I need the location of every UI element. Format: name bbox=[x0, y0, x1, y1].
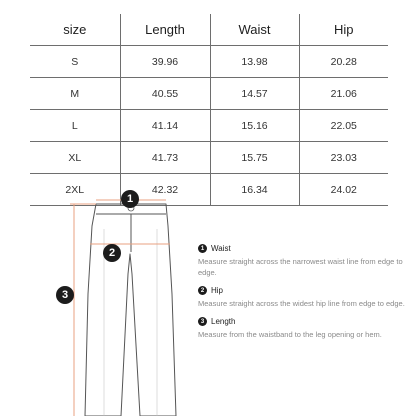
header-waist: Waist bbox=[209, 14, 300, 46]
legend-description: Measure straight across the narrowest wa… bbox=[198, 257, 403, 277]
legend-number: 3 bbox=[198, 317, 207, 326]
measurement-legend: 1 Waist Measure straight across the narr… bbox=[198, 244, 410, 348]
table-header-row: size Length Waist Hip bbox=[30, 14, 388, 46]
marker-length: 3 bbox=[56, 286, 74, 304]
legend-title: Length bbox=[211, 317, 236, 326]
table-row: L 41.14 15.16 22.05 bbox=[30, 109, 388, 142]
legend-title: Hip bbox=[211, 286, 224, 295]
cell-waist: 15.75 bbox=[209, 141, 300, 174]
table-row: 2XL 42.32 16.34 24.02 bbox=[30, 173, 388, 206]
cell-length: 39.96 bbox=[119, 45, 211, 78]
cell-length: 41.73 bbox=[119, 141, 211, 174]
cell-waist: 14.57 bbox=[209, 77, 300, 110]
cell-size: XL bbox=[30, 141, 121, 174]
cell-size: M bbox=[30, 77, 121, 110]
cell-waist: 15.16 bbox=[209, 109, 300, 142]
legend-item-hip: 2 Hip Measure straight across the widest… bbox=[198, 286, 410, 309]
cell-hip: 20.28 bbox=[298, 45, 388, 78]
pants-measurement-diagram: 1 2 3 bbox=[0, 184, 200, 416]
cell-waist: 13.98 bbox=[209, 45, 300, 78]
pants-illustration bbox=[70, 199, 177, 416]
legend-description: Measure straight across the widest hip l… bbox=[198, 299, 405, 308]
legend-item-waist: 1 Waist Measure straight across the narr… bbox=[198, 244, 410, 278]
cell-length: 40.55 bbox=[119, 77, 211, 110]
header-size: size bbox=[30, 14, 121, 46]
pants-outline bbox=[84, 203, 177, 416]
legend-number: 2 bbox=[198, 286, 207, 295]
table-row: XL 41.73 15.75 23.03 bbox=[30, 141, 388, 174]
cell-hip: 24.02 bbox=[298, 173, 388, 206]
header-hip: Hip bbox=[298, 14, 388, 46]
cell-size: S bbox=[30, 45, 121, 78]
cell-length: 41.14 bbox=[119, 109, 211, 142]
legend-title: Waist bbox=[211, 244, 231, 253]
table-row: S 39.96 13.98 20.28 bbox=[30, 45, 388, 78]
legend-number: 1 bbox=[198, 244, 207, 253]
cell-hip: 23.03 bbox=[298, 141, 388, 174]
cell-size: L bbox=[30, 109, 121, 142]
table-row: M 40.55 14.57 21.06 bbox=[30, 77, 388, 110]
cell-hip: 22.05 bbox=[298, 109, 388, 142]
legend-description: Measure from the waistband to the leg op… bbox=[198, 330, 382, 339]
size-chart-table: size Length Waist Hip S 39.96 13.98 20.2… bbox=[30, 14, 388, 206]
legend-item-length: 3 Length Measure from the waistband to t… bbox=[198, 317, 410, 340]
cell-hip: 21.06 bbox=[298, 77, 388, 110]
header-length: Length bbox=[119, 14, 211, 46]
cell-waist: 16.34 bbox=[209, 173, 300, 206]
marker-waist: 1 bbox=[121, 190, 139, 208]
marker-hip: 2 bbox=[103, 244, 121, 262]
